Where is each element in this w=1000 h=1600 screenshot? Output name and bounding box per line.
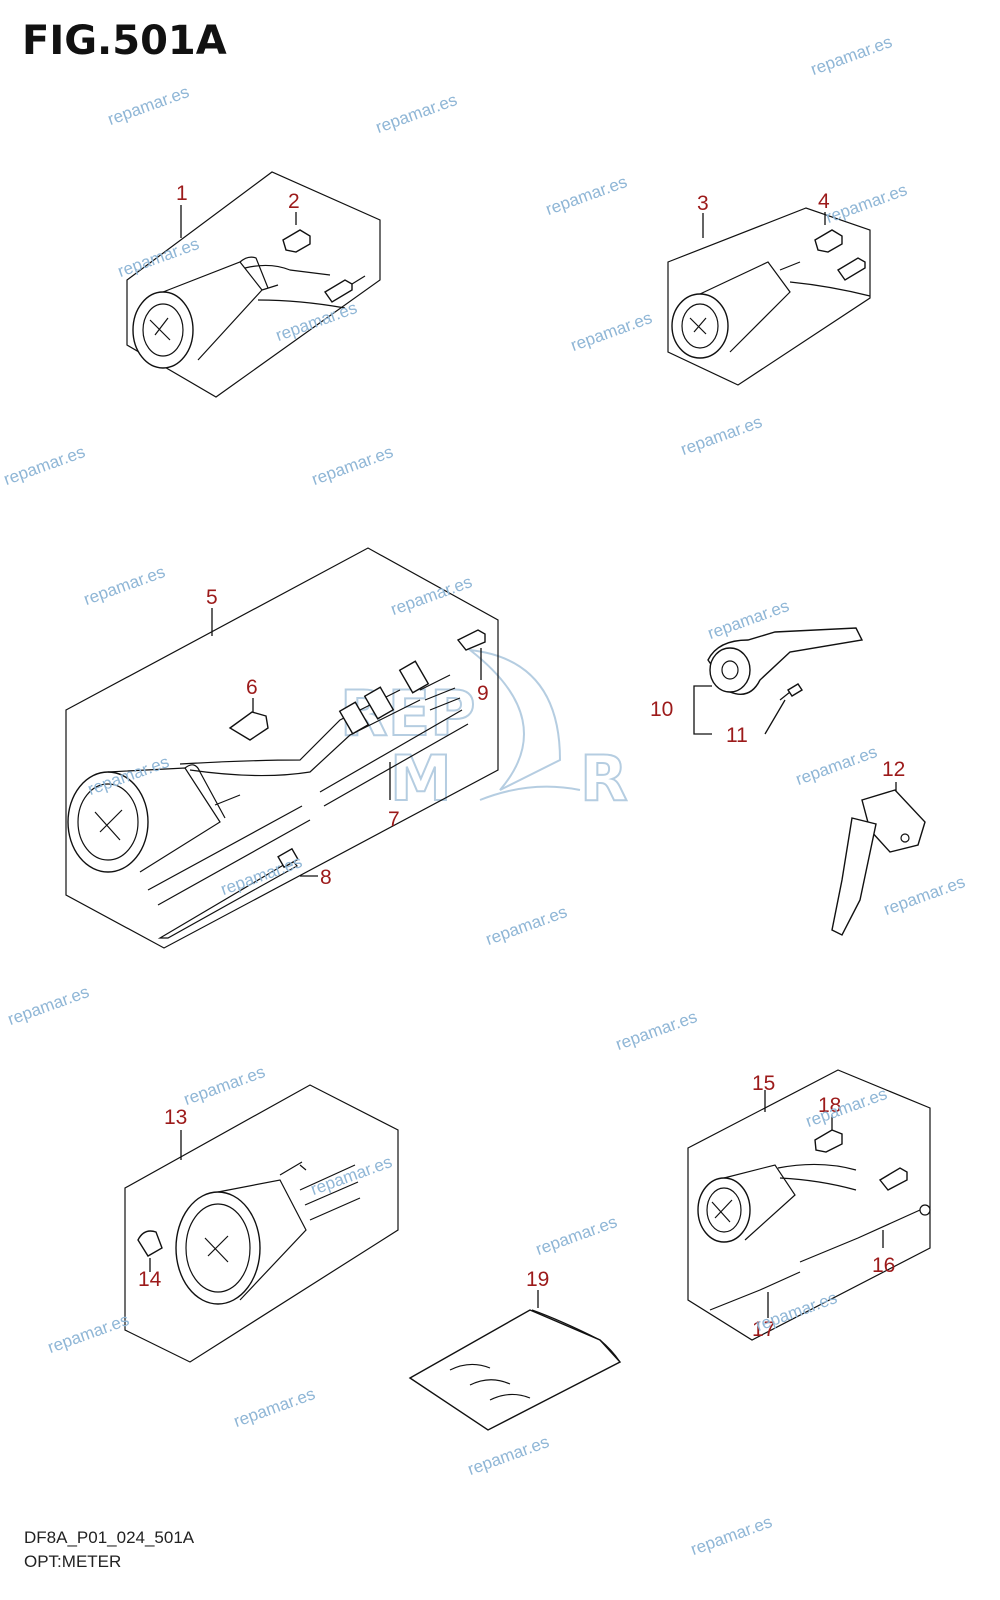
plug-3-icon (836, 257, 866, 281)
callout-12: 12 (882, 758, 905, 781)
group-5-box (65, 547, 499, 949)
bag-19-icon (408, 1309, 622, 1431)
logo-text-r: R (580, 742, 628, 815)
callout-11: 11 (726, 724, 748, 747)
callout-5: 5 (206, 586, 218, 609)
bulb-2-icon (282, 229, 311, 253)
callout-18: 18 (818, 1094, 841, 1117)
figure-title: FIG.501A (22, 18, 227, 64)
group-13-box (124, 1084, 399, 1363)
part-group-1 (126, 171, 381, 398)
bulb-14-icon (137, 1230, 163, 1257)
group-1-box (126, 171, 381, 398)
part-group-3 (667, 207, 871, 386)
group-3-box (667, 207, 871, 386)
callout-10: 10 (650, 698, 673, 721)
plug-15-icon (878, 1167, 908, 1191)
part-group-12 (831, 782, 926, 936)
plug-9-icon (456, 629, 486, 651)
footer-section: OPT:METER (24, 1552, 122, 1571)
callout-3: 3 (697, 192, 709, 215)
callout-14: 14 (138, 1268, 162, 1291)
callout-1: 1 (176, 182, 188, 205)
callout-16: 16 (872, 1254, 895, 1277)
bulb-18-icon (814, 1129, 843, 1153)
bulb-4-icon (814, 229, 843, 253)
callout-9: 9 (477, 682, 489, 705)
callout-19: 19 (526, 1268, 549, 1291)
bulb-6-icon (228, 711, 269, 741)
footer-model-code: DF8A_P01_024_501A (24, 1528, 195, 1547)
callout-6: 6 (246, 676, 258, 699)
screw-11-icon (787, 683, 803, 697)
callout-2: 2 (288, 190, 300, 213)
callout-17: 17 (752, 1318, 775, 1341)
callout-15: 15 (752, 1072, 775, 1095)
logo-text-mar: M (390, 742, 452, 815)
plug-1-icon (323, 279, 353, 303)
callout-4: 4 (818, 190, 830, 213)
part-group-5 (65, 547, 499, 949)
part-group-13 (124, 1084, 399, 1363)
part-group-19 (408, 1290, 622, 1431)
callout-13: 13 (164, 1106, 187, 1129)
callout-8: 8 (320, 866, 332, 889)
logo-wave (479, 785, 581, 801)
group-15-box (687, 1069, 931, 1341)
part-group-15 (687, 1069, 931, 1341)
part-group-10 (693, 627, 864, 735)
repamar-logo-watermark: REP M R (339, 648, 629, 816)
callout-7: 7 (388, 808, 400, 831)
meter-13-face (175, 1191, 261, 1305)
logo-sail (466, 648, 562, 791)
